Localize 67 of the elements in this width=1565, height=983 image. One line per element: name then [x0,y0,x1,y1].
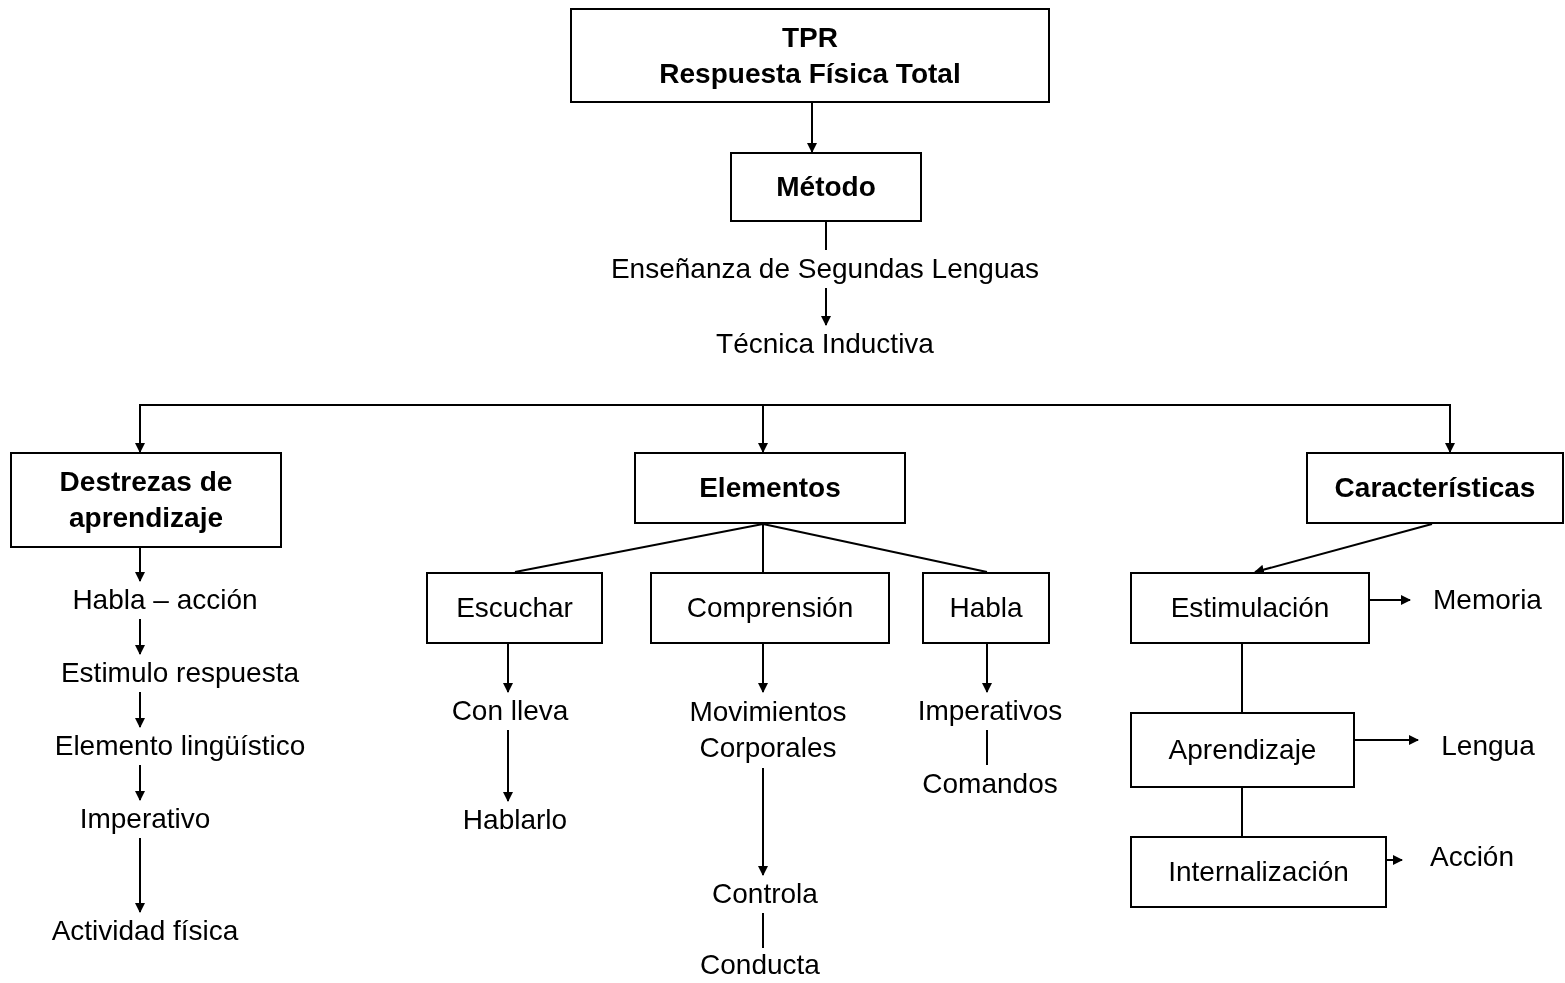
box-label: Respuesta Física Total [659,56,961,91]
text-label: Hablarlo [435,801,595,839]
concept-box [1130,572,1370,644]
connector-line [762,523,764,573]
concept-box [1306,452,1564,524]
box-label: Estimulación [1170,591,1330,625]
box-label: Internalización [1168,855,1349,889]
concept-box [570,8,1050,103]
arrow [135,764,145,801]
text-label: Técnica Inductiva [680,325,970,363]
text-label: Controla [690,875,840,913]
arrow [758,767,768,876]
box-label: Habla [949,591,1023,625]
text-label: Movimientos Corporales [655,692,881,768]
connector-line [1241,643,1243,713]
arrow [135,404,764,453]
box-label: Método [776,170,876,204]
text-label: Enseñanza de Segundas Lenguas [560,250,1090,288]
concept-box [634,452,906,524]
arrow [135,837,145,913]
text-label: Imperativo [50,800,240,838]
concept-box [650,572,890,644]
concept-box [426,572,603,644]
arrow [503,729,513,802]
box-label: TPR [782,20,838,55]
concept-box [1130,836,1387,908]
box-label: Características [1334,471,1536,505]
text-label: Estimulo respuesta [25,654,335,692]
concept-box [922,572,1050,644]
concept-box [1130,712,1355,788]
box-label: Aprendizaje [1168,733,1317,767]
box-label: Destrezas de aprendizaje [58,465,234,535]
connector-line [986,729,988,766]
concept-box [730,152,922,222]
text-label: Habla – acción [40,581,290,619]
arrow [821,287,831,326]
arrow [758,404,768,453]
arrow [135,691,145,728]
connector-line [1241,787,1243,837]
connector-line [514,523,764,573]
text-label: Actividad física [15,912,275,950]
text-label: Conducta [680,948,840,982]
arrow [982,643,992,693]
text-label: Memoria [1410,581,1565,619]
concept-box [10,452,282,548]
text-label: Imperativos [895,692,1085,730]
text-label: Comandos [905,765,1075,803]
arrow [135,618,145,655]
arrow [135,547,145,582]
connector-line [762,523,988,573]
text-label: Acción [1402,838,1542,876]
text-label: Lengua [1418,727,1558,765]
arrow [1369,595,1411,605]
text-label: Con lleva [425,692,595,730]
arrow [1386,855,1403,865]
connector-line [762,912,764,949]
box-label: Escuchar [456,591,573,625]
arrow [758,643,768,693]
text-label: Elemento lingüístico [15,727,345,765]
arrow [1254,523,1433,575]
connector-line [825,221,827,251]
arrow [762,404,1455,453]
arrow [1354,735,1419,745]
box-label: Comprensión [686,591,854,625]
box-label: Elementos [699,471,841,505]
arrow [807,102,817,153]
arrow [503,643,513,693]
